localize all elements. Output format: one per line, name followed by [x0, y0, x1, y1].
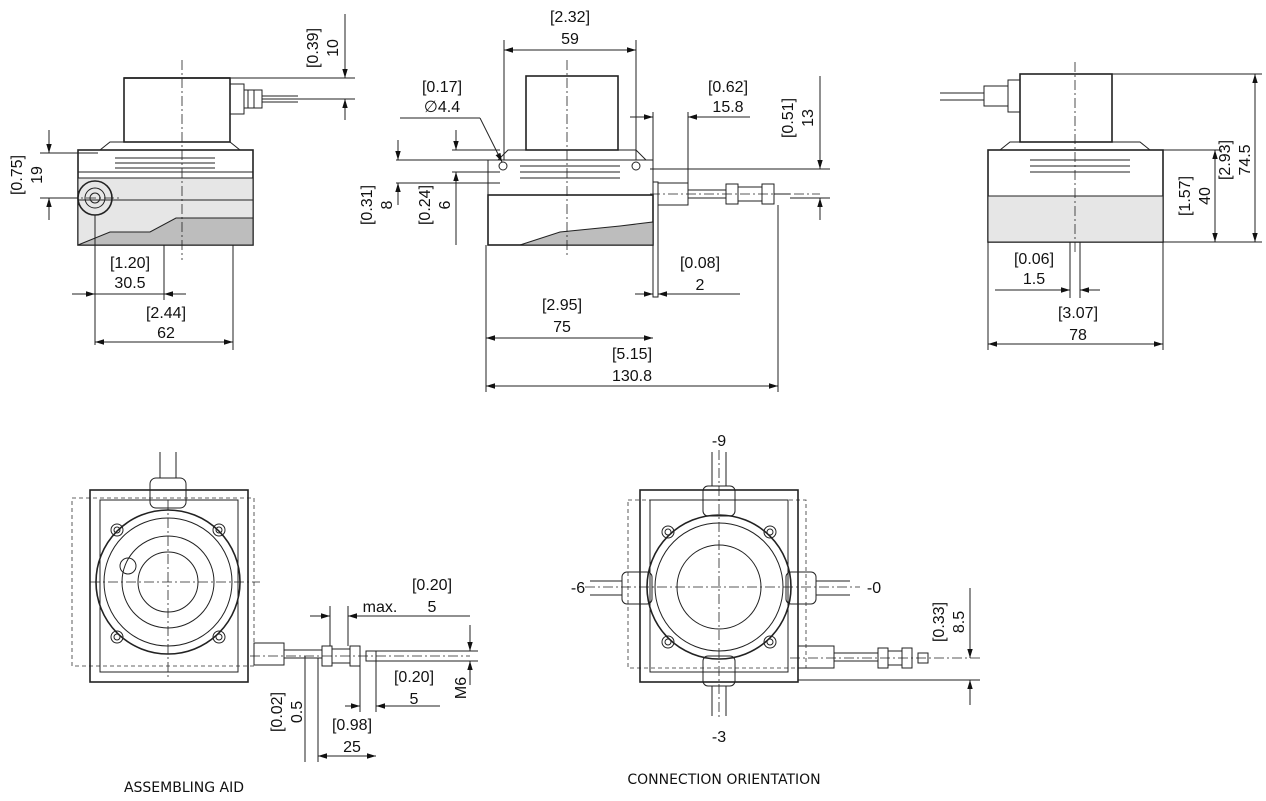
- dim-62-inch: [2.44]: [146, 305, 186, 322]
- dim-8-5-mm: 8.5: [951, 611, 968, 633]
- dim-4-4-inch: [0.17]: [422, 79, 462, 96]
- dim-13-inch: [0.51]: [780, 98, 797, 138]
- dim-78-inch: [3.07]: [1058, 305, 1098, 322]
- dim-78-mm: 78: [1069, 327, 1087, 344]
- dim-6-mm: 6: [437, 200, 454, 209]
- dim-130-8-inch: [5.15]: [612, 346, 652, 363]
- dim-8-inch: [0.31]: [359, 185, 376, 225]
- dim-8-mm: 8: [379, 200, 396, 209]
- orientation-label-bottom: -3: [712, 729, 726, 746]
- dim-15-8-inch: [0.62]: [708, 79, 748, 96]
- left-side-view: [0.39] 10 [0.75] 19 [1.20] 30.5 [2.44] 6…: [9, 14, 355, 350]
- dim-74-5-inch: [2.93]: [1217, 140, 1234, 180]
- dim-15-8-mm: 15.8: [712, 99, 743, 116]
- dim-30-5-inch: [1.20]: [110, 255, 150, 272]
- dim-max-label: max.: [363, 599, 398, 616]
- dim-25-mm: 25: [343, 739, 361, 756]
- assembling-aid-view: max. [0.20] 5 M6 [0.20] 5 [0.02] 0.5 [0.…: [71, 452, 478, 796]
- dim-m6-thread: M6: [453, 677, 470, 699]
- connection-orientation-view: -9 -6 -0 -3 [0.33] 8.5 CONNECTION ORIENT…: [571, 433, 980, 788]
- dim-2-inch: [0.08]: [680, 255, 720, 272]
- dim-19-mm: 19: [29, 166, 46, 184]
- dim-5-max-inch: [0.20]: [412, 577, 452, 594]
- dim-6-inch: [0.24]: [417, 185, 434, 225]
- dim-0-5-inch: [0.02]: [269, 692, 286, 732]
- dim-40-mm: 40: [1197, 187, 1214, 205]
- dim-1-5-inch: [0.06]: [1014, 251, 1054, 268]
- dim-59-inch: [2.32]: [550, 9, 590, 26]
- dim-8-5-inch: [0.33]: [931, 602, 948, 642]
- dim-30-5-mm: 30.5: [114, 275, 145, 292]
- orientation-label-top: -9: [712, 433, 726, 450]
- dim-130-8-mm: 130.8: [612, 368, 652, 385]
- dim-75-mm: 75: [553, 319, 571, 336]
- dim-74-5-mm: 74.5: [1237, 144, 1254, 175]
- dim-40-inch: [1.57]: [1177, 176, 1194, 216]
- dim-59-mm: 59: [561, 31, 579, 48]
- right-view-cap: [1019, 73, 1113, 143]
- dim-5-max-mm: 5: [428, 599, 437, 616]
- aid-housing: [89, 489, 249, 683]
- front-view-cap: [525, 75, 619, 151]
- dim-0-5-mm: 0.5: [289, 701, 306, 723]
- right-side-view: [2.93] 74.5 [1.57] 40 [0.06] 1.5 [3.07] …: [940, 62, 1262, 350]
- orientation-label-right: -0: [867, 580, 881, 597]
- dim-62-mm: 62: [157, 325, 175, 342]
- dim-4-4-mm: ∅4.4: [424, 99, 460, 116]
- dim-13-mm: 13: [800, 109, 817, 127]
- assembling-aid-caption: ASSEMBLING AID: [124, 780, 244, 796]
- dim-25-inch: [0.98]: [332, 717, 372, 734]
- dim-75-inch: [2.95]: [542, 297, 582, 314]
- dim-19-inch: [0.75]: [9, 155, 26, 195]
- dim-2-mm: 2: [696, 277, 705, 294]
- dim-1-5-mm: 1.5: [1023, 271, 1045, 288]
- dim-5-inch: [0.20]: [394, 669, 434, 686]
- dim-5-mm: 5: [410, 691, 419, 708]
- dim-10-inch: [0.39]: [305, 28, 322, 68]
- dim-10-mm: 10: [325, 39, 342, 57]
- left-view-cap: [123, 77, 231, 143]
- orientation-label-left: -6: [571, 580, 585, 597]
- connection-orientation-caption: CONNECTION ORIENTATION: [627, 772, 820, 788]
- front-view: [2.32] 59 [0.17] ∅4.4 [0.62] 15.8 [0.51]…: [359, 9, 830, 392]
